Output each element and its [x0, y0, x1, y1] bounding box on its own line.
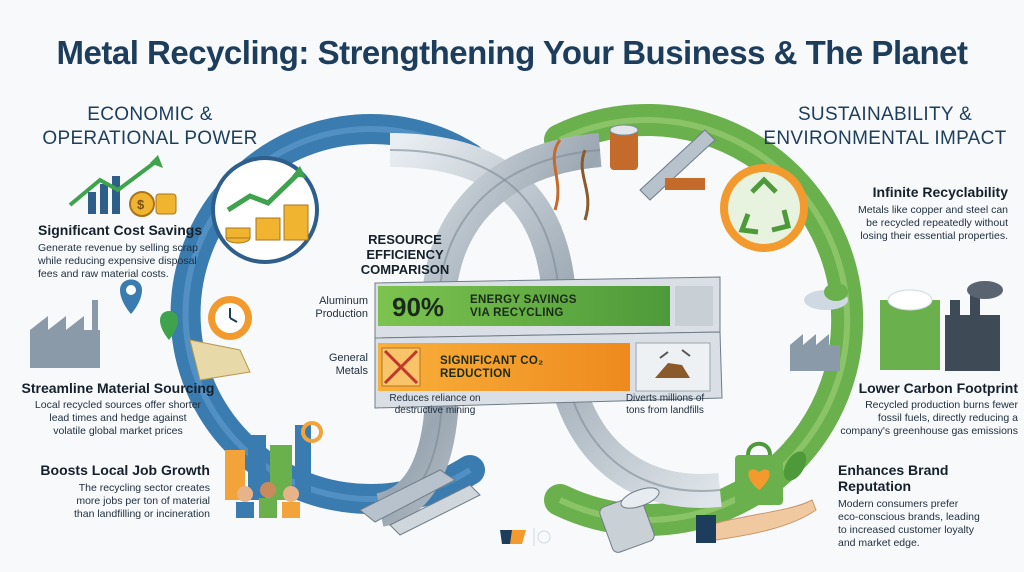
metal-can-icon	[599, 487, 660, 553]
right-green-ring	[544, 104, 864, 536]
note-line: Diverts millions of	[625, 393, 705, 404]
note-line: tons from landfills	[626, 405, 704, 416]
right-column-heading: SUSTAINABILITY & ENVIRONMENTAL IMPACT	[760, 103, 1010, 151]
row1-label-line: Aluminum	[319, 295, 368, 307]
brand-logo-icon	[498, 526, 558, 548]
feature-desc: The recycling sector creates more jobs p…	[30, 482, 210, 521]
desc-line: Local recycled sources offer shorter	[34, 399, 202, 411]
bar-text-line: REDUCTION	[440, 368, 512, 380]
feature-brand-reputation: Enhances Brand Reputation Modern consume…	[838, 462, 1008, 550]
feature-infinite-recyclability: Infinite Recyclability Metals like coppe…	[808, 184, 1008, 243]
city-skyline-icon	[225, 421, 323, 500]
page-title: Metal Recycling: Strengthening Your Busi…	[56, 34, 968, 71]
desc-line: while reducing expensive disposal	[38, 255, 197, 267]
energy-savings-value: 90%	[392, 292, 445, 322]
metal-can-icon	[609, 124, 639, 170]
comparison-bars	[374, 276, 723, 409]
feature-desc: Generate revenue by selling scrap while …	[38, 242, 248, 281]
smokestack-icon	[945, 281, 1003, 371]
desc-line: and market edge.	[838, 537, 920, 549]
energy-savings-text: ENERGY SAVINGS VIA RECYCLING	[470, 294, 577, 320]
row2-label-line: General	[328, 352, 368, 364]
desc-line: lead times and hedge against	[49, 412, 187, 424]
desc-line: fossil fuels, directly reducing a	[877, 412, 1018, 424]
bar-text-line: VIA RECYCLING	[470, 307, 564, 319]
left-heading-line1: ECONOMIC &	[87, 104, 213, 125]
feature-title: Streamline Material Sourcing	[21, 380, 215, 396]
map-pin-icon	[30, 279, 252, 381]
desc-line: eco-conscious brands, leading	[838, 511, 980, 523]
feature-title: Lower Carbon Footprint	[858, 380, 1018, 396]
recycle-icon	[720, 164, 808, 252]
heart-leaf-icon	[748, 451, 807, 490]
feature-cost-savings: Significant Cost Savings Generate revenu…	[38, 222, 248, 281]
desc-line: to increased customer loyalty	[838, 524, 974, 536]
note-line: destructive mining	[394, 405, 476, 416]
row1-label-line: Production	[315, 308, 368, 320]
center-heading-line2: EFFICIENCY	[366, 247, 444, 262]
feature-material-sourcing: Streamline Material Sourcing Local recyc…	[8, 380, 228, 438]
desc-line: Modern consumers prefer	[838, 498, 959, 510]
feature-desc: Metals like copper and steel can be recy…	[808, 204, 1008, 243]
coins-icon	[211, 156, 319, 264]
feature-title: Boosts Local Job Growth	[40, 462, 210, 478]
note-mining: Reduces reliance on destructive mining	[380, 393, 490, 417]
desc-line: Recycled production burns fewer	[865, 399, 1018, 411]
feature-desc: Recycled production burns fewer fossil f…	[800, 399, 1018, 438]
hand-icon	[696, 499, 817, 543]
feature-desc: Modern consumers prefer eco-conscious br…	[838, 498, 1008, 550]
desc-line: volatile global market prices	[53, 425, 183, 437]
workers-icon	[236, 482, 300, 518]
growth-chart-icon: $	[68, 155, 177, 217]
right-heading-line1: SUSTAINABILITY &	[797, 104, 973, 125]
desc-line: company's greenhouse gas emissions	[840, 425, 1018, 437]
desc-line: more jobs per ton of material	[76, 495, 210, 507]
center-heading: RESOURCE EFFICIENCY COMPARISON	[340, 232, 470, 277]
left-blue-ring	[170, 114, 485, 514]
desc-line: The recycling sector creates	[78, 482, 210, 494]
left-column-heading: ECONOMIC & OPERATIONAL POWER	[40, 103, 260, 151]
left-heading-line2: OPERATIONAL POWER	[42, 128, 258, 149]
desc-line: losing their essential properties.	[860, 230, 1008, 242]
steel-beam-icon	[639, 129, 716, 201]
steel-beam-icon	[359, 469, 481, 536]
row2-label: General Metals	[298, 352, 368, 378]
row2-label-line: Metals	[335, 365, 368, 377]
wire-icon	[552, 139, 590, 221]
feature-title: Significant Cost Savings	[38, 222, 203, 238]
center-heading-line1: RESOURCE	[368, 232, 442, 247]
feature-title: Infinite Recyclability	[872, 184, 1008, 200]
row1-label: Aluminum Production	[298, 295, 368, 321]
factory-icon	[790, 289, 940, 371]
bar-text-line: ENERGY SAVINGS	[470, 294, 577, 306]
co2-reduction-text: SIGNIFICANT CO₂ REDUCTION	[440, 355, 544, 381]
note-line: Reduces reliance on	[389, 393, 481, 404]
desc-line: Metals like copper and steel can	[858, 204, 1008, 216]
bar-text-line: SIGNIFICANT CO₂	[440, 355, 544, 367]
feature-carbon-footprint: Lower Carbon Footprint Recycled producti…	[800, 380, 1018, 438]
cloud-icon	[804, 283, 848, 310]
note-landfills: Diverts millions of tons from landfills	[610, 393, 720, 417]
desc-line: be recycled repeatedly without	[866, 217, 1008, 229]
desc-line: than landfilling or incineration	[73, 508, 210, 520]
desc-line: fees and raw material costs.	[38, 268, 169, 280]
svg-text:$: $	[137, 197, 145, 212]
desc-line: Generate revenue by selling scrap	[38, 242, 198, 254]
feature-desc: Local recycled sources offer shorter lea…	[8, 399, 228, 438]
feature-title: Enhances Brand Reputation	[838, 462, 949, 494]
center-heading-line3: COMPARISON	[360, 262, 450, 277]
feature-job-growth: Boosts Local Job Growth The recycling se…	[30, 462, 210, 521]
right-heading-line2: ENVIRONMENTAL IMPACT	[763, 128, 1007, 149]
